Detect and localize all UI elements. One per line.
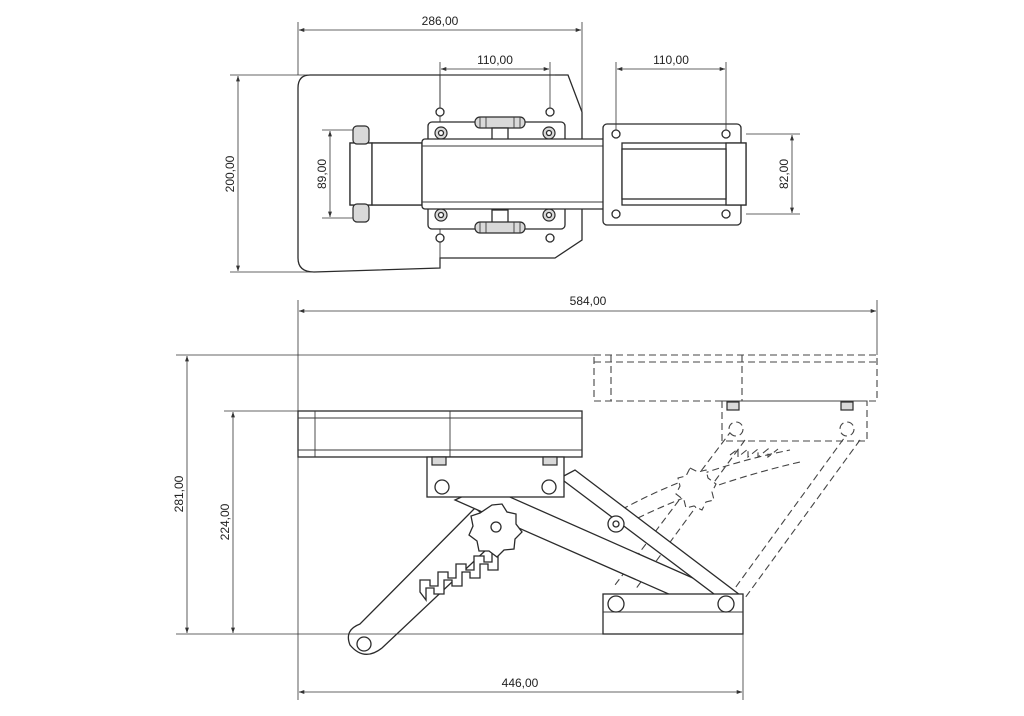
dim-overall-length: 584,00 [570,294,607,308]
left-clamp [349,142,373,206]
dim-plate-height: 200,00 [223,155,237,192]
dim-min-height: 224,00 [218,503,232,540]
top-view: 286,00 110,00 110,00 200,00 89,00 82,00 [223,14,800,273]
side-view: 584,00 281,00 224,00 446,00 [172,294,878,700]
dim-bolt-spacing-left: 110,00 [477,53,513,67]
carriage [421,138,623,210]
dim-top-width: 286,00 [422,14,459,28]
dim-bracket-height: 82,00 [777,159,791,189]
dim-clamp-height: 89,00 [315,159,329,189]
dim-base-length: 446,00 [502,676,539,690]
upper-bracket [426,456,565,498]
dim-bolt-spacing-right: 110,00 [653,53,689,67]
dim-max-height: 281,00 [172,475,186,512]
knob-bottom [474,209,526,234]
raised-position-ghost [593,354,878,599]
